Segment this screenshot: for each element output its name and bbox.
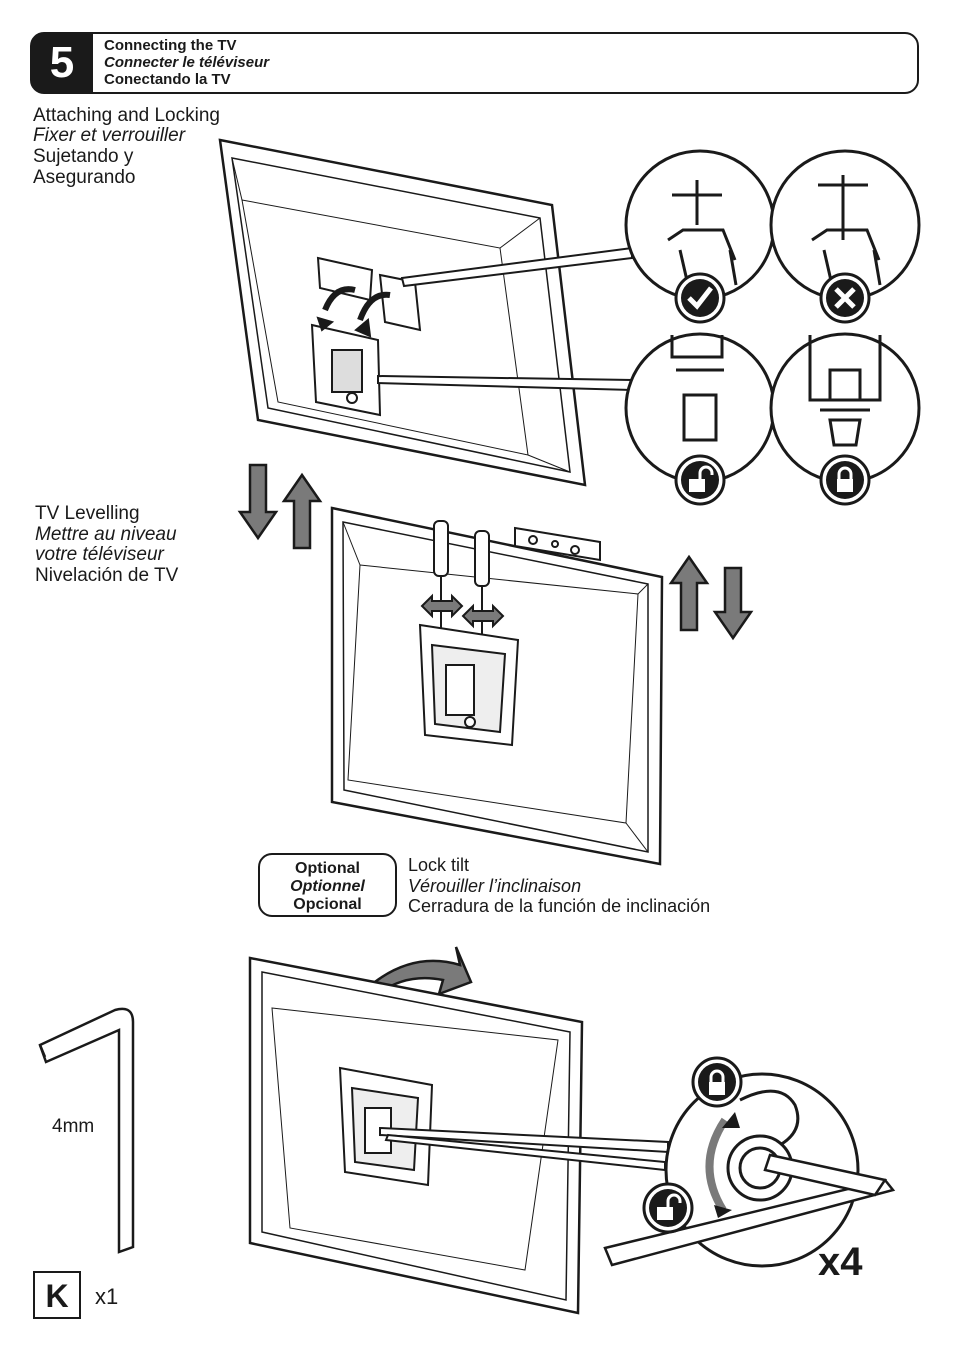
levelling-label-fr-1: Mettre au niveau	[35, 524, 177, 545]
step-title-es: Conectando la TV	[104, 71, 231, 88]
levelling-label-fr-2: votre téléviseur	[35, 544, 164, 565]
detail-correct	[624, 149, 776, 324]
step-number-badge: 5	[31, 33, 93, 93]
unlock-icon-bottom	[642, 1182, 694, 1234]
part-quantity: x1	[95, 1284, 119, 1309]
attach-label-es-1: Sujetando y	[33, 146, 134, 167]
detail-wrong	[769, 149, 921, 324]
attach-label-fr: Fixer et verrouiller	[33, 125, 186, 146]
updown-arrows-left	[237, 463, 323, 550]
wall-bracket-bottom	[338, 1066, 434, 1187]
tool-size-label: 4mm	[52, 1116, 95, 1137]
lock-tilt-fr: Vérouiller l’inclinaison	[408, 876, 582, 896]
spirit-level	[514, 526, 601, 562]
detail-unlocked	[624, 332, 776, 506]
hex-key-icon	[38, 1007, 135, 1254]
adjust-arrows	[420, 593, 505, 629]
step-title-en: Connecting the TV	[104, 37, 237, 54]
levelling-label-en: TV Levelling	[35, 503, 140, 524]
optional-badge: Optional Optionnel Opcional	[258, 853, 397, 917]
lock-tilt-es: Cerradura de la función de inclinación	[408, 896, 711, 916]
part-letter-badge: K	[33, 1271, 81, 1319]
wall-bracket-middle	[418, 623, 520, 747]
levelling-label-es: Nivelación de TV	[35, 565, 179, 586]
attach-label-es-2: Asegurando	[33, 167, 136, 188]
step-title-fr: Connecter le téléviseur	[104, 54, 270, 71]
detail-locked	[769, 332, 921, 506]
optional-es: Opcional	[293, 896, 362, 913]
multiplier-label: x4	[818, 1240, 863, 1284]
attach-label-en: Attaching and Locking	[33, 105, 220, 126]
wall-bracket-top	[310, 256, 422, 417]
optional-fr: Optionnel	[290, 878, 365, 895]
lock-icon-bottom	[691, 1056, 743, 1108]
lock-tilt-en: Lock tilt	[408, 855, 470, 875]
hex-key-in-use	[603, 1153, 896, 1267]
optional-en: Optional	[295, 860, 360, 877]
updown-arrows-right	[668, 554, 754, 641]
